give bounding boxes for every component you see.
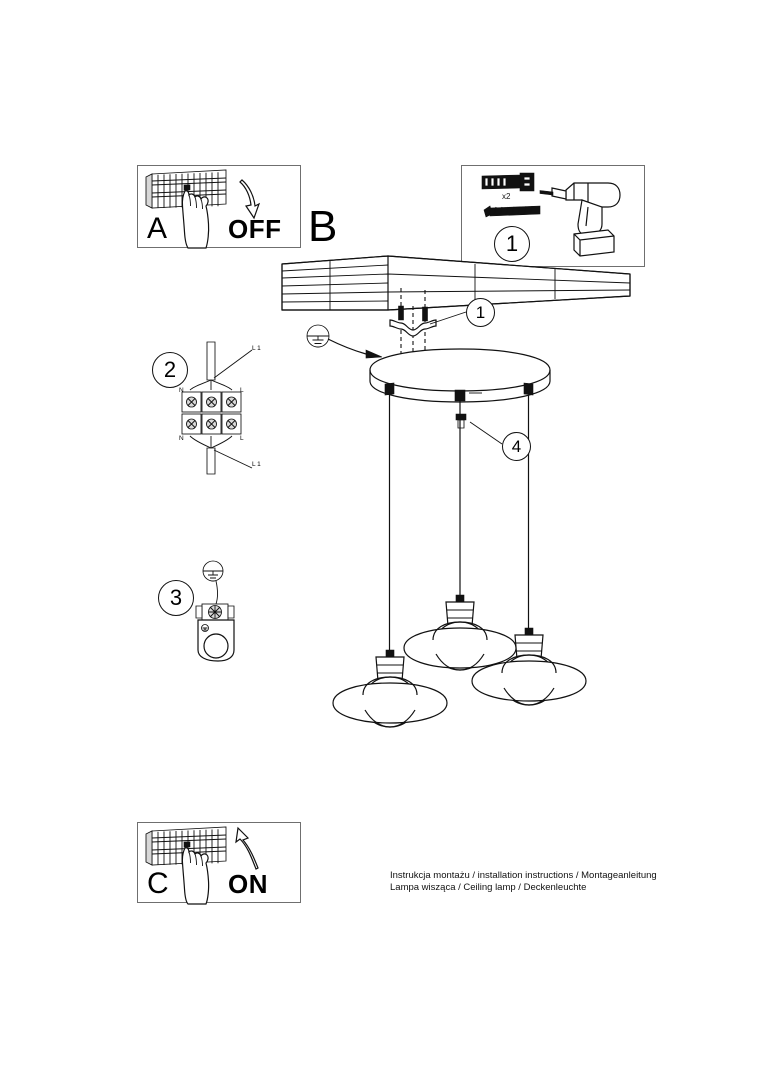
terminal-label-neutral-top: N — [179, 387, 184, 394]
arrow-down-curved-icon — [239, 179, 261, 220]
callout-1-ceiling-screws: 1 — [466, 298, 495, 327]
hand-pointing-icon — [181, 190, 210, 249]
panel-a-breaker-off: A OFF — [137, 165, 301, 249]
terminal-screws — [186, 396, 237, 430]
hand-pointing-icon — [181, 847, 210, 905]
protective-earth-ground-icon — [202, 560, 224, 582]
callout-4-leader — [469, 421, 503, 445]
panel-c-letter: C — [147, 867, 169, 900]
cable-top — [206, 341, 216, 381]
lamp-shade-back — [403, 594, 517, 671]
terminal-label-live-bottom: L — [240, 435, 244, 442]
breaker-off-illustration — [145, 169, 261, 249]
leader-lines — [213, 349, 253, 469]
step1-quantity-label: x2 — [502, 192, 511, 201]
panel-step-3-earth-connection: 3 — [158, 558, 278, 663]
cord-grips — [384, 382, 534, 402]
panel-step-2-terminal-block: 2 — [152, 340, 282, 475]
footer-line-product: Lampa wisząca / Ceiling lamp / Deckenleu… — [390, 882, 587, 893]
mounting-bracket — [389, 319, 437, 337]
breaker-on-illustration — [145, 826, 259, 905]
panel-a-letter: A — [147, 212, 168, 245]
earth-screw-terminal — [195, 603, 235, 621]
mounting-screws — [398, 305, 428, 322]
pendant-lamp-installation-drawing — [281, 255, 631, 728]
terminal-block-wiring-diagram — [181, 341, 253, 475]
wall-plug-icon — [481, 172, 535, 192]
step-2-number: 2 — [152, 352, 188, 388]
wire-fan-top — [189, 379, 233, 391]
cable-bottom — [206, 447, 216, 475]
step-1-number: 1 — [494, 226, 530, 262]
earth-bracket-illustration — [195, 560, 235, 662]
canopy-earth-symbol — [306, 324, 383, 359]
callout-1-leader — [429, 311, 467, 325]
cordless-drill-icon — [539, 182, 621, 257]
terminal-block-body — [181, 391, 242, 435]
panel-c-breaker-on: C ON — [137, 822, 301, 905]
arrow-up-curved-icon — [235, 826, 259, 870]
panel-b-letter: B — [308, 202, 338, 251]
ceiling-slab — [281, 255, 631, 311]
wire-fan-bottom — [189, 435, 233, 449]
screw-icon — [483, 205, 541, 218]
panel-a-action-label: OFF — [228, 214, 282, 244]
lamp-bracket-body — [197, 619, 235, 662]
terminal-label-neutral-bottom: N — [179, 435, 184, 442]
footer-line-languages: Instrukcja montażu / installation instru… — [390, 870, 657, 881]
step1-frame-right-rule — [644, 165, 646, 267]
step-3-number: 3 — [158, 580, 194, 616]
lamp-shade-left — [332, 649, 448, 728]
step1-illustration: x2 — [481, 172, 621, 257]
callout-4-canopy-set-screw: 4 — [502, 432, 531, 461]
suspension-cords — [388, 395, 530, 650]
panel-c-action-label: ON — [228, 869, 268, 899]
panel-b-lamp-diagram: 1 4 — [270, 250, 650, 790]
terminal-label-live-out-bottom: L 1 — [252, 461, 261, 468]
terminal-label-live-top: L — [240, 387, 244, 394]
terminal-label-live-out-top: L 1 — [252, 345, 261, 352]
lamp-shade-right — [471, 627, 587, 706]
